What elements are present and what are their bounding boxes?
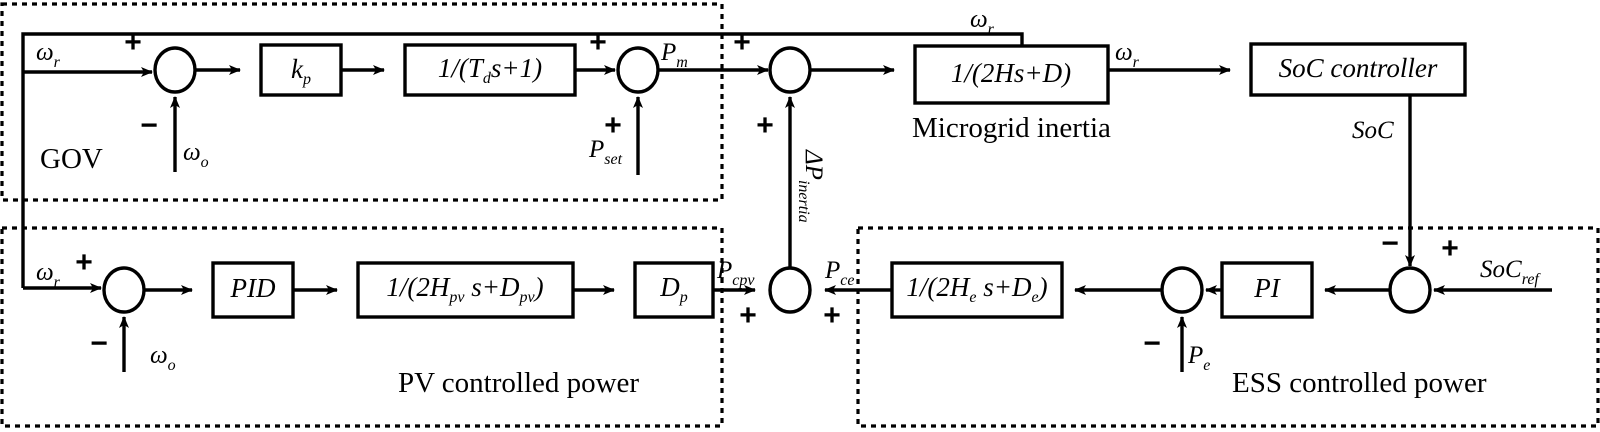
block-label-soc-controller: SoC controller bbox=[1279, 53, 1438, 83]
wire-wr-feedback-top bbox=[21, 32, 1024, 288]
sign-marks: + − + + + + + − + + − − + bbox=[75, 26, 1459, 360]
block-label-pid: PID bbox=[230, 273, 276, 303]
sign-inertia-plus-left: + bbox=[733, 26, 751, 59]
sign-pce-plus-right: + bbox=[823, 299, 841, 332]
summing-junction-soc[interactable] bbox=[1388, 266, 1432, 314]
block-td-filter[interactable] bbox=[403, 43, 577, 97]
signal-label-wr-pv-in: ωr bbox=[36, 259, 61, 291]
group-box-ess bbox=[856, 226, 1600, 428]
signal-label-pce: Pce bbox=[824, 257, 854, 289]
signal-label-pset: Pset bbox=[588, 136, 623, 168]
signal-label-delta-p-inertia: ΔPinertia bbox=[795, 149, 827, 223]
signal-label-pm: Pm bbox=[660, 39, 688, 71]
sign-pv-minus: − bbox=[90, 327, 108, 360]
sign-gov-plus: + bbox=[124, 26, 142, 59]
sign-pm-plus-bottom: + bbox=[604, 109, 622, 142]
block-pi[interactable] bbox=[1220, 261, 1314, 319]
signal-label-wr-gov-in: ωr bbox=[36, 39, 61, 71]
summing-junction-gov[interactable] bbox=[153, 46, 197, 94]
group-label-pv: PV controlled power bbox=[398, 367, 639, 399]
block-pv-transfer[interactable] bbox=[356, 261, 575, 319]
block-label-td-filter: 1/(Tds+1) bbox=[438, 53, 542, 86]
sign-inertia-plus-bottom: + bbox=[756, 109, 774, 142]
block-label-dp: Dp bbox=[659, 272, 688, 305]
block-label-microgrid-inertia: 1/(2Hs+D) bbox=[951, 58, 1071, 88]
summing-junction-pce[interactable] bbox=[768, 266, 812, 314]
signal-label-wr-inertia-out: ωr bbox=[1115, 39, 1140, 71]
group-label-ess: ESS controlled power bbox=[1232, 367, 1487, 399]
caption-microgrid-inertia: Microgrid inertia bbox=[912, 112, 1111, 144]
block-label-pv-transfer: 1/(2Hpv s+Dpv) bbox=[386, 272, 543, 305]
signal-label-wr-feedback-top: ωr bbox=[970, 6, 995, 38]
summing-junction-inertia[interactable] bbox=[768, 46, 812, 94]
signal-labels: ωr ωo Pm Pset ωr ωr SoC ωr ωo bbox=[36, 6, 1541, 374]
group-box-gov bbox=[0, 2, 724, 202]
rotated-signal-labels: ΔPinertia bbox=[795, 149, 827, 223]
block-dp[interactable] bbox=[633, 261, 715, 319]
signal-label-socref: SoCref bbox=[1480, 256, 1541, 288]
signal-label-soc: SoC bbox=[1352, 117, 1394, 144]
block-microgrid-inertia[interactable] bbox=[913, 44, 1110, 105]
signal-label-wo-pv: ωo bbox=[150, 342, 176, 374]
wires bbox=[21, 32, 1552, 372]
signal-label-pcpv: Pcpv bbox=[716, 257, 755, 289]
block-pid[interactable] bbox=[211, 261, 295, 319]
blocks bbox=[211, 42, 1467, 319]
group-label-gov: GOV bbox=[40, 143, 103, 175]
group-labels: GOV PV controlled power ESS controlled p… bbox=[40, 143, 1487, 399]
sign-pv-plus: + bbox=[75, 246, 93, 279]
summing-junction-pm[interactable] bbox=[616, 46, 660, 94]
group-box-pv bbox=[0, 226, 724, 428]
sign-soc-plus: + bbox=[1441, 232, 1459, 265]
summing-junctions bbox=[102, 46, 1432, 314]
sign-pe-minus: − bbox=[1143, 327, 1161, 360]
block-kp[interactable] bbox=[259, 43, 343, 97]
sign-pm-plus-left: + bbox=[589, 26, 607, 59]
block-soc-controller[interactable] bbox=[1249, 42, 1467, 97]
signal-label-pe: Pe bbox=[1187, 342, 1210, 374]
summing-junction-pe[interactable] bbox=[1160, 266, 1204, 314]
sign-soc-minus: − bbox=[1381, 227, 1399, 260]
summing-junction-pv[interactable] bbox=[102, 266, 146, 314]
block-label-kp: kp bbox=[291, 54, 311, 87]
block-label-ess-transfer: 1/(2He s+De) bbox=[906, 272, 1047, 305]
block-label-pi: PI bbox=[1253, 273, 1281, 303]
block-ess-transfer[interactable] bbox=[890, 261, 1064, 319]
signal-label-wo-gov: ωo bbox=[183, 139, 209, 171]
sign-pce-plus-left: + bbox=[739, 299, 757, 332]
sign-gov-minus: − bbox=[140, 109, 158, 142]
